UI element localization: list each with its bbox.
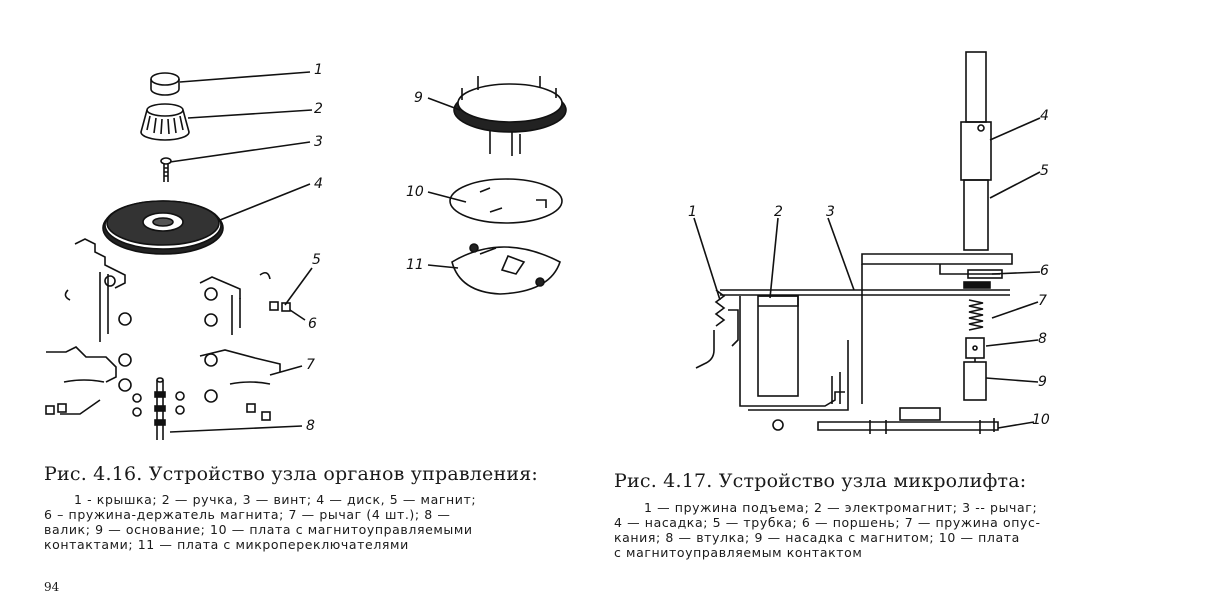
fig417-label-7: 7 bbox=[1038, 293, 1047, 309]
fig417-label-6: 6 bbox=[1040, 263, 1049, 279]
fig416-label-3: 3 bbox=[314, 134, 323, 150]
fig416-label-8: 8 bbox=[306, 418, 315, 434]
fig416-label-9: 9 bbox=[414, 90, 423, 106]
fig416-label-4: 4 bbox=[314, 176, 323, 192]
fig417-caption-line: 1 — пружина подъема; 2 — электромагнит; … bbox=[644, 500, 1038, 515]
fig416-label-7: 7 bbox=[306, 357, 315, 373]
page-number: 94 bbox=[44, 580, 60, 594]
fig416-label-5: 5 bbox=[312, 252, 321, 268]
figure-4-16-drawing bbox=[45, 71, 567, 440]
fig417-label-10: 10 bbox=[1032, 412, 1050, 428]
figure-4-16: 1 2 3 4 5 6 7 8 9 10 11 bbox=[0, 0, 600, 460]
figure-4-17-drawing bbox=[693, 51, 1041, 434]
fig417-caption-title: Рис. 4.17. Устройство узла микролифта: bbox=[614, 470, 1027, 492]
fig417-caption-legend: 1 — пружина подъема; 2 — электромагнит; … bbox=[614, 500, 1174, 560]
fig416-caption-legend: 1 - крышка; 2 — ручка, 3 — винт; 4 — дис… bbox=[44, 492, 594, 552]
figure-4-17: 1 2 3 4 5 6 7 8 9 10 bbox=[600, 0, 1225, 460]
fig417-label-5: 5 bbox=[1040, 163, 1049, 179]
fig416-label-11: 11 bbox=[406, 257, 424, 273]
fig417-label-4: 4 bbox=[1040, 108, 1049, 124]
fig416-caption-line: 6 – пружина-держатель магнита; 7 — рычаг… bbox=[44, 507, 451, 522]
fig416-caption-line: контактами; 11 — плата с микропереключат… bbox=[44, 537, 409, 552]
fig417-label-1: 1 bbox=[688, 204, 697, 220]
fig417-caption-line: с магнитоуправляемым контактом bbox=[614, 545, 863, 560]
fig416-label-10: 10 bbox=[406, 184, 424, 200]
fig417-label-3: 3 bbox=[826, 204, 835, 220]
fig417-caption-line: кания; 8 — втулка; 9 — насадка с магнито… bbox=[614, 530, 1020, 545]
fig416-caption-title: Рис. 4.16. Устройство узла органов управ… bbox=[44, 463, 538, 485]
fig416-caption-line: валик; 9 — основание; 10 — плата с магни… bbox=[44, 522, 473, 537]
fig416-label-6: 6 bbox=[308, 316, 317, 332]
fig417-label-2: 2 bbox=[774, 204, 783, 220]
fig416-caption-line: 1 - крышка; 2 — ручка, 3 — винт; 4 — дис… bbox=[74, 492, 477, 507]
fig417-label-8: 8 bbox=[1038, 331, 1047, 347]
fig416-label-2: 2 bbox=[314, 101, 323, 117]
fig416-label-1: 1 bbox=[314, 62, 323, 78]
fig417-caption-line: 4 — насадка; 5 — трубка; 6 — поршень; 7 … bbox=[614, 515, 1041, 530]
fig417-label-9: 9 bbox=[1038, 374, 1047, 390]
